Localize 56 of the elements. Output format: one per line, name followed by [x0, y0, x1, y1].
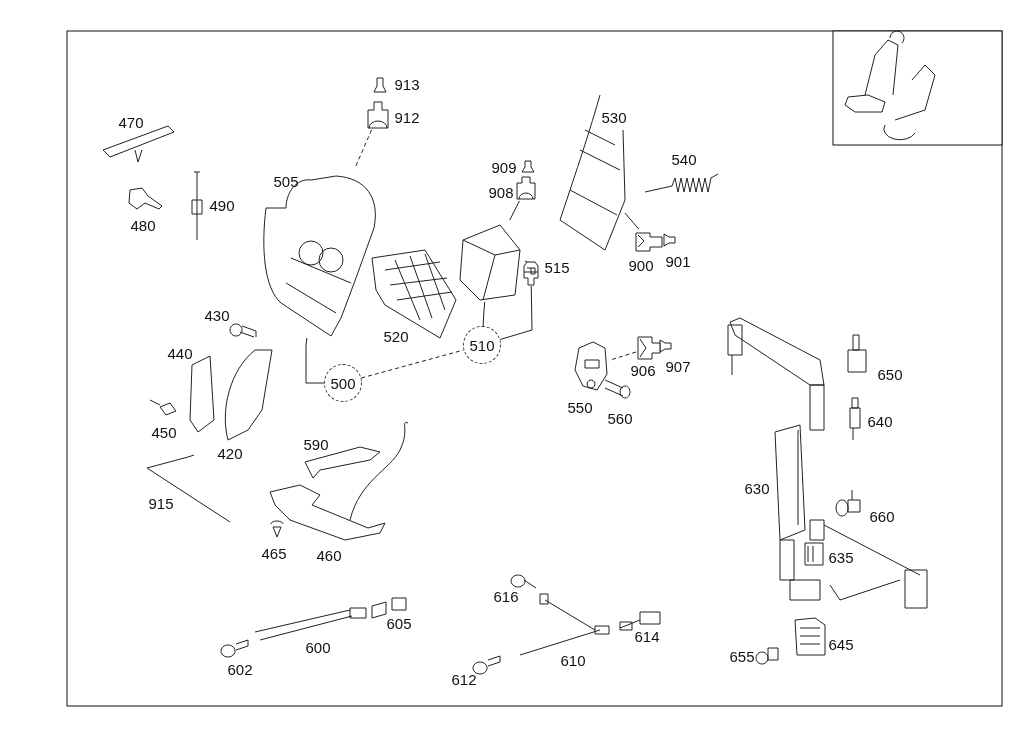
- connector-drawing: [634, 229, 664, 253]
- callout-number: 640: [867, 414, 893, 430]
- callout-circle: [463, 326, 501, 364]
- callout-number: 515: [544, 260, 570, 276]
- callout-number: 913: [394, 77, 420, 93]
- callout-number: 610: [560, 653, 586, 669]
- callout-number: 480: [130, 218, 156, 234]
- leader-line: [305, 337, 325, 384]
- callout-number: 510: [469, 336, 495, 354]
- callout-number: 550: [567, 400, 593, 416]
- callout-number: 907: [665, 359, 691, 375]
- callout-number: 500: [330, 374, 356, 392]
- connector-drawing: [523, 260, 539, 286]
- callout-number: 460: [316, 548, 342, 564]
- callout-number: 590: [303, 437, 329, 453]
- callout-number: 645: [828, 637, 854, 653]
- callout-number: 430: [204, 308, 230, 324]
- callout-number: 490: [209, 198, 235, 214]
- callout-number: 540: [671, 152, 697, 168]
- callout-number: 560: [607, 411, 633, 427]
- leader-line: [354, 129, 372, 169]
- callout-number: 530: [601, 110, 627, 126]
- callout-number: 906: [630, 363, 656, 379]
- callout-number: 635: [828, 550, 854, 566]
- callout-number: 520: [383, 329, 409, 345]
- connector-drawing: [516, 175, 536, 201]
- connector-drawing: [636, 335, 662, 361]
- callout-number: 505: [273, 174, 299, 190]
- callout-number: 900: [628, 258, 654, 274]
- callout-number: 630: [744, 481, 770, 497]
- callout-number: 655: [729, 649, 755, 665]
- callout-number: 909: [491, 160, 517, 176]
- callout-number: 616: [493, 589, 519, 605]
- leader-line: [509, 200, 520, 221]
- callout-number: 600: [305, 640, 331, 656]
- callout-number: 605: [386, 616, 412, 632]
- connector-drawing: [366, 100, 390, 130]
- callout-number: 612: [451, 672, 477, 688]
- callout-number: 614: [634, 629, 660, 645]
- callout-number: 908: [488, 185, 514, 201]
- callout-number: 602: [227, 662, 253, 678]
- callout-number: 450: [151, 425, 177, 441]
- callout-number: 650: [877, 367, 903, 383]
- callout-number: 915: [148, 496, 174, 512]
- callout-number: 660: [869, 509, 895, 525]
- callout-number: 440: [167, 346, 193, 362]
- callout-number: 465: [261, 546, 287, 562]
- callout-circle: [324, 364, 362, 402]
- callout-number: 901: [665, 254, 691, 270]
- callout-number: 912: [394, 110, 420, 126]
- leader-line: [499, 285, 533, 340]
- leader-line: [624, 212, 640, 230]
- callout-number: 470: [118, 115, 144, 131]
- sensor-drawing: [573, 340, 609, 392]
- leader-line: [482, 301, 486, 327]
- callout-number: 420: [217, 446, 243, 462]
